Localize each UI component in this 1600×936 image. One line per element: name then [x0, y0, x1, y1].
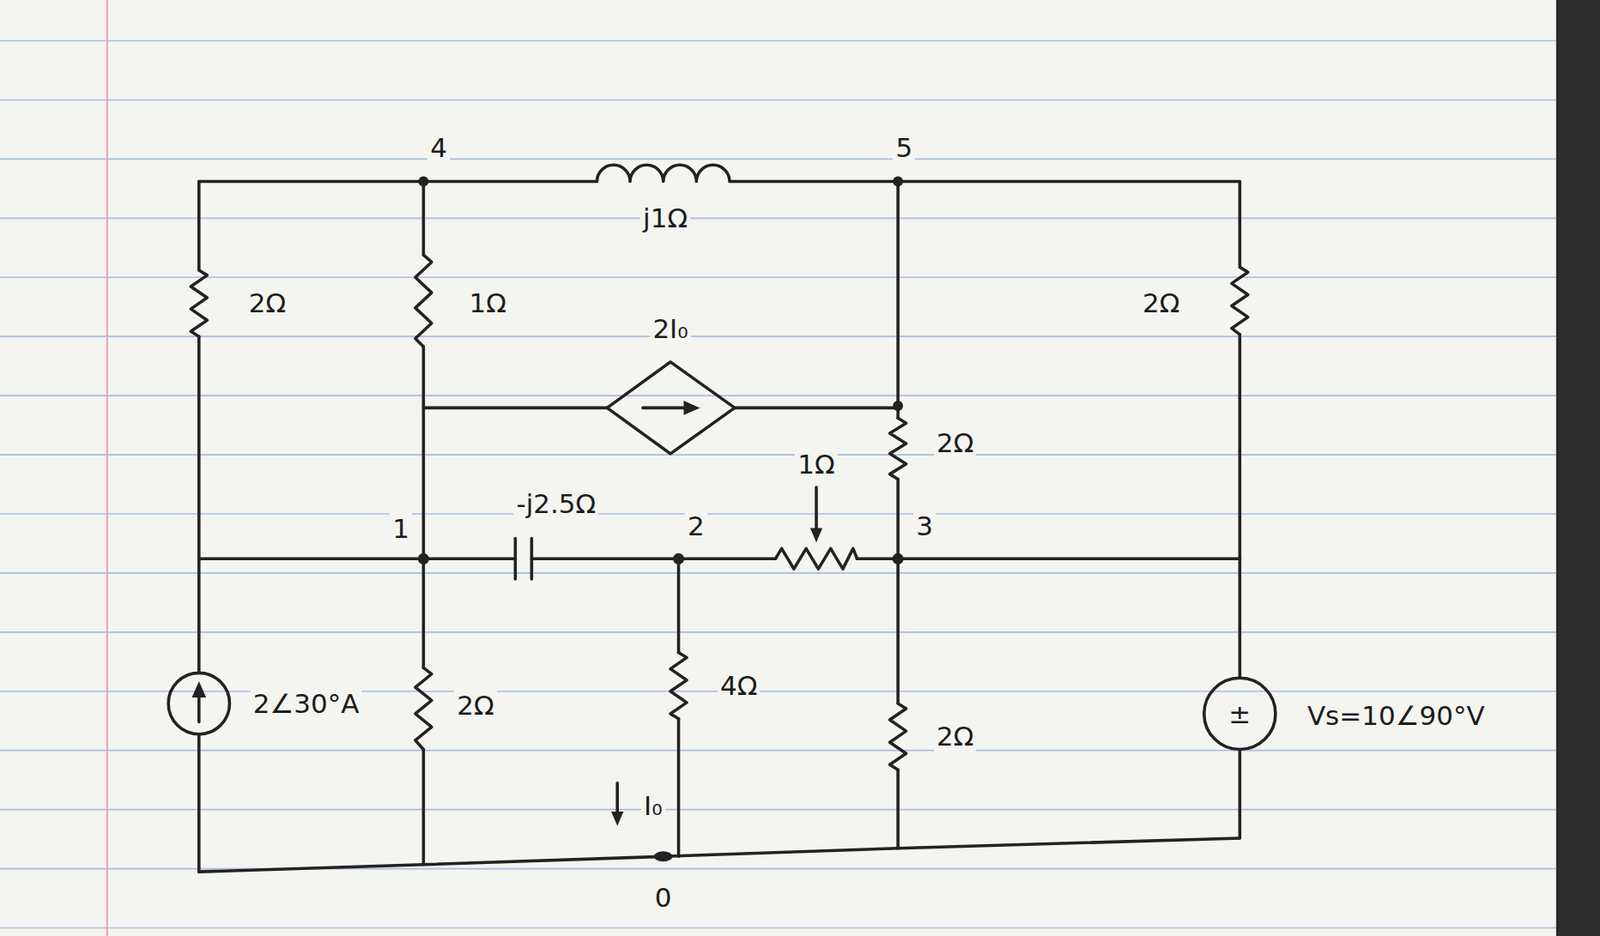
- resistor-label: 2Ω: [246, 287, 289, 319]
- circuit-part: [0, 690, 1557, 693]
- polarity-mark: ±: [1225, 698, 1254, 730]
- circuit-part: [415, 667, 432, 750]
- circuit-part: [0, 276, 1557, 279]
- circuit-part: [0, 158, 1557, 161]
- circuit-part: [615, 783, 619, 817]
- circuit-part: [896, 479, 900, 560]
- circuit-part: [896, 558, 900, 704]
- circuit-part: [0, 40, 1557, 43]
- circuit-part: [197, 181, 201, 271]
- circuit-part: [0, 335, 1557, 338]
- node-number: 2: [684, 510, 708, 542]
- arrowheads-and-dots: [191, 176, 904, 863]
- circuit-part: [197, 336, 201, 673]
- circuit-part: [422, 558, 426, 668]
- circuit-part: [642, 406, 691, 411]
- circuit-part: [611, 812, 624, 827]
- resistor-label: 2Ω: [1139, 287, 1182, 319]
- circuit-part: [892, 400, 904, 412]
- circuit-part: [892, 176, 904, 188]
- source-label: 2∠30°A: [250, 688, 363, 720]
- circuit-part: [670, 653, 687, 720]
- resistor-label: 4Ω: [717, 670, 760, 702]
- circuit-part: [422, 346, 426, 559]
- resistor-label: 1Ω: [794, 448, 837, 480]
- circuit-part: [0, 631, 1557, 634]
- circuit-part: [199, 164, 1241, 182]
- circuit-part: [0, 217, 1557, 219]
- circuit-part: [814, 487, 819, 535]
- circuit-part: [1231, 266, 1249, 334]
- circuit-part: [0, 394, 1557, 397]
- circuit-part: [0, 99, 1557, 102]
- circuit-part: [896, 769, 900, 849]
- circuit-part: [418, 553, 430, 565]
- node-number: 4: [427, 132, 450, 164]
- circuit-part: [418, 176, 429, 188]
- circuit-part: [0, 513, 1557, 516]
- circuit-part: [890, 418, 907, 479]
- circuit-part: [199, 838, 1241, 873]
- circuit-wires: [168, 164, 1276, 873]
- circuit-part: [191, 681, 207, 698]
- circuit-part: [0, 809, 1557, 812]
- impedance-label: j1Ω: [640, 202, 691, 234]
- circuit-part: [0, 41, 1557, 929]
- circuit-part: [0, 750, 1557, 752]
- circuit-part: [654, 851, 673, 862]
- circuit-part: [810, 528, 823, 544]
- circuit-part: [775, 548, 857, 570]
- circuit-part: [1238, 334, 1243, 679]
- circuit-part: [0, 927, 1557, 930]
- circuit-part: [896, 181, 900, 419]
- circuit-part: [197, 734, 201, 873]
- circuit-part: [514, 539, 518, 581]
- circuit-part: [168, 672, 230, 734]
- current-label: I₀: [641, 790, 666, 822]
- circuit-part: [606, 362, 735, 455]
- circuit-part: [890, 703, 907, 770]
- circuit-part: [531, 557, 776, 561]
- circuit-part: [677, 558, 681, 653]
- circuit-part: [1204, 678, 1276, 750]
- circuit-part: [672, 553, 685, 565]
- node-number: 5: [892, 132, 916, 164]
- circuit-part: [1556, 0, 1600, 936]
- circuit-part: [677, 719, 681, 857]
- circuit-part: [1238, 181, 1243, 268]
- resistor-label: 1Ω: [466, 287, 510, 319]
- circuit-part: [1238, 750, 1243, 839]
- node-number: 1: [389, 513, 413, 545]
- circuit-part: [422, 181, 426, 256]
- circuit-part: [734, 406, 898, 411]
- circuit-part: [199, 557, 516, 561]
- source-label: Vs=10∠90°V: [1304, 700, 1488, 732]
- circuit-part: [683, 400, 700, 416]
- circuit-part: [422, 750, 426, 866]
- circuit-part: [415, 254, 432, 347]
- node-number: 3: [913, 510, 936, 542]
- impedance-label: -j2.5Ω: [513, 488, 599, 520]
- circuit-part: [857, 557, 1241, 561]
- circuit-part: [190, 270, 207, 337]
- resistor-label: 2Ω: [933, 427, 976, 459]
- source-label: 2I₀: [649, 313, 691, 345]
- circuit-part: [423, 406, 607, 411]
- node-number: 0: [652, 882, 675, 914]
- resistor-label: 2Ω: [454, 690, 497, 722]
- circuit-part: [0, 572, 1557, 575]
- resistor-label: 2Ω: [933, 721, 976, 752]
- circuit-part: [0, 454, 1557, 456]
- circuit-part: [106, 0, 109, 936]
- circuit-part: [892, 553, 904, 565]
